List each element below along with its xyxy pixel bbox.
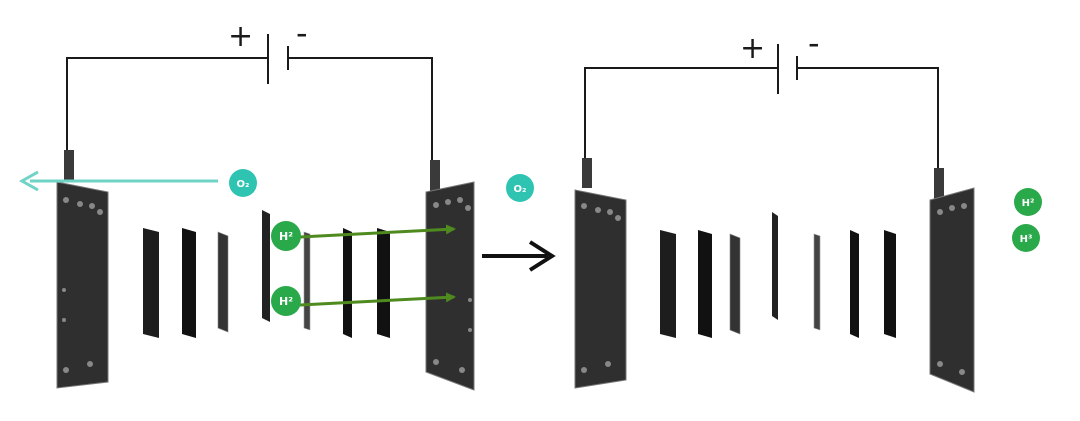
hydrogen-label-2: H² — [279, 295, 293, 308]
oxygen-molecule-outside: O₂ — [506, 174, 534, 202]
left-battery-minus: - — [296, 14, 308, 52]
hydrogen-molecule-2: H² — [271, 286, 301, 316]
left-panel: + - — [18, 14, 534, 391]
hydrogen-output-label-1: H² — [1022, 198, 1035, 209]
hydrogen-molecule-1: H² — [271, 221, 301, 251]
hydrogen-output-2: H³ — [1012, 224, 1040, 252]
right-battery-plus: + — [740, 31, 765, 66]
right-battery-icon — [777, 44, 798, 94]
hydrogen-output-label-2: H³ — [1020, 234, 1033, 245]
right-arrow-icon — [482, 240, 556, 272]
right-panel-stack-layers — [660, 212, 896, 338]
left-cathode-plate — [425, 160, 475, 391]
left-circuit-wire — [66, 57, 268, 152]
left-circuit-wire-2 — [288, 57, 433, 165]
oxygen-molecule: O₂ — [229, 169, 257, 197]
right-panel: + - H² — [574, 24, 1042, 393]
right-circuit-wire — [584, 67, 778, 160]
right-stack-layers — [303, 228, 390, 338]
left-battery-plus: + — [228, 19, 253, 54]
hydrogen-arrow-1 — [299, 224, 456, 239]
left-battery-icon — [267, 34, 289, 84]
right-circuit-wire-2 — [797, 67, 939, 172]
oxygen-label: O₂ — [237, 179, 250, 190]
hydrogen-output-1: H² — [1014, 188, 1042, 216]
left-anode-plate — [56, 150, 109, 389]
hydrogen-label-1: H² — [279, 230, 293, 243]
hydrogen-arrow-2 — [299, 292, 456, 307]
right-anode-plate — [574, 158, 627, 389]
oxygen-outside-label: O₂ — [514, 184, 527, 195]
oxygen-release-arrow — [18, 170, 218, 192]
right-cathode-plate — [929, 168, 975, 393]
left-stack-layers — [143, 210, 270, 338]
right-battery-minus: - — [808, 24, 820, 62]
